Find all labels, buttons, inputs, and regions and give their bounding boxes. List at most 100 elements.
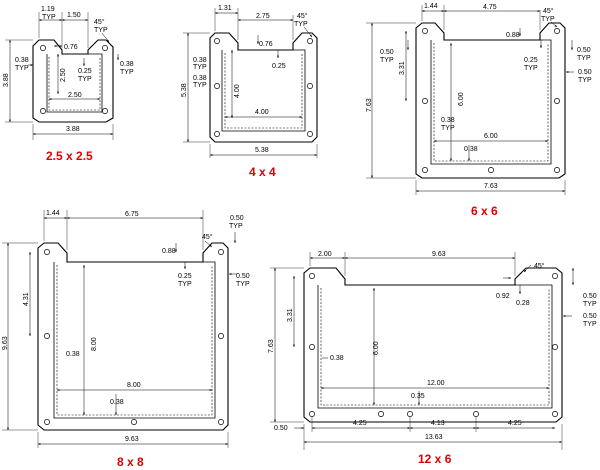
angle-label: 45° [297,12,308,20]
dim-label: 0.38 [330,355,344,362]
mount-hole [131,419,137,425]
mount-hole [307,131,313,137]
dim-label: 6.00 [458,92,465,106]
dim-label: 0.92 [496,293,510,300]
dim-label: 6.75 [125,211,139,218]
dim-label: TYP [193,64,207,71]
mount-hole [307,83,313,89]
mount-hole [309,344,315,350]
dim-label: 4.13 [431,420,445,427]
dim-label: 0.38 [15,57,29,64]
mount-hole [102,45,108,51]
mount-hole [422,98,428,104]
mount-hole [378,411,384,417]
dim-label: 0.50 [583,293,597,300]
opening-outline [53,261,216,419]
opening-outline [221,49,306,132]
dim-label: 6.00 [373,341,380,355]
mount-hole [218,333,224,339]
dim-label: TYP [577,55,591,62]
mount-hole [102,108,108,114]
angle-label: 45° [202,233,213,241]
mount-hole [552,273,558,279]
dim-label: 0.50 [577,47,591,54]
dim-label: TYP [229,223,243,230]
angle-label: TYP [294,21,308,28]
dim-label: 9.63 [432,251,446,258]
dim-label: 4.00 [234,84,241,98]
dim-label: 7.63 [268,339,275,353]
dim-label: 4.00 [255,109,269,116]
mount-hole [44,333,50,339]
dim-label: 0.50 [236,273,250,280]
dim-label: 0.38 [110,399,124,406]
dim-label: TYP [42,14,56,21]
dim-label: 0.25 [524,57,538,64]
dim-label: 0.50 [380,49,394,56]
mount-hole [214,83,220,89]
dim-label: TYP [441,125,455,132]
dim-label: TYP [236,281,250,288]
mount-hole [554,98,560,104]
dim-label: 0.88 [162,248,176,255]
dim-label: 1.19 [41,6,55,13]
dim-label: 2.00 [318,251,332,258]
mount-hole [309,273,315,279]
dim-label: TYP [15,65,29,72]
opening-outline [46,53,103,113]
dim-label: TYP [583,301,597,308]
mount-hole [40,108,46,114]
dim-label: 0.25 [272,63,286,70]
dim-label: 8.00 [91,337,98,351]
dim-label: 9.63 [125,436,139,443]
mount-hole [473,411,479,417]
dim-label: 2.50 [60,68,67,82]
dim-label: 0.28 [516,300,530,307]
dim-label: 4.75 [483,4,497,11]
dim-label: 1.31 [218,5,232,12]
dim-label: TYP [583,321,597,328]
diagram-8x8: 1.44 6.75 0.50 TYP 0.88 45° 0.25 TYP 0.5… [2,210,250,469]
dim-label: 0.25 [178,273,192,280]
mount-hole [309,411,315,417]
angle-label: TYP [541,16,555,23]
dim-label: 3.31 [399,61,406,75]
mount-hole [214,38,220,44]
dim-label: 9.63 [2,336,9,350]
mount-hole [307,38,313,44]
dim-label: 2.50 [68,92,82,99]
dim-label: TYP [78,76,92,83]
mount-hole [422,167,428,173]
dim-label: 0.38 [441,117,455,124]
dim-label: 0.35 [411,393,425,400]
angle-label: 45° [534,262,545,270]
dim-label: TYP [578,77,592,84]
angle-label: TYP [94,27,108,34]
dim-label: 0.50 [583,313,597,320]
dim-label: 4.31 [23,292,30,306]
dim-label: 0.38 [464,146,478,153]
dim-label: 2.75 [256,13,270,20]
dim-label: 6.00 [484,133,498,140]
mount-hole [218,249,224,255]
dim-label: 7.63 [366,98,373,112]
mount-hole [552,344,558,350]
opening-outline [430,39,552,165]
dim-label: 5.38 [181,83,188,97]
diagram-caption: 2.5 x 2.5 [46,149,93,163]
dim-label: 0.50 [274,425,288,432]
dim-label: 1.44 [424,3,438,10]
mount-hole [488,167,494,173]
dim-label: TYP [193,82,207,89]
dim-label: 7.63 [484,183,498,190]
dim-label: 5.38 [255,147,269,154]
mount-hole [407,411,413,417]
dim-label: 3.31 [287,308,294,322]
dim-label: 0.76 [64,44,78,51]
mount-hole [554,167,560,173]
diagram-caption: 6 x 6 [471,204,498,218]
dim-label: 8.00 [127,382,141,389]
dim-label: 1.50 [67,12,81,19]
mount-hole [44,419,50,425]
dim-label: TYP [178,281,192,288]
